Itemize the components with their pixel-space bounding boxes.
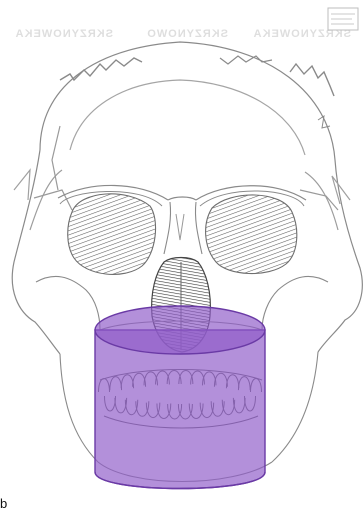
stamp-mark	[328, 8, 358, 30]
panel-label: b	[0, 496, 7, 511]
right-orbit	[200, 191, 304, 274]
left-orbit	[60, 191, 162, 274]
cylinder-overlay	[95, 306, 265, 489]
